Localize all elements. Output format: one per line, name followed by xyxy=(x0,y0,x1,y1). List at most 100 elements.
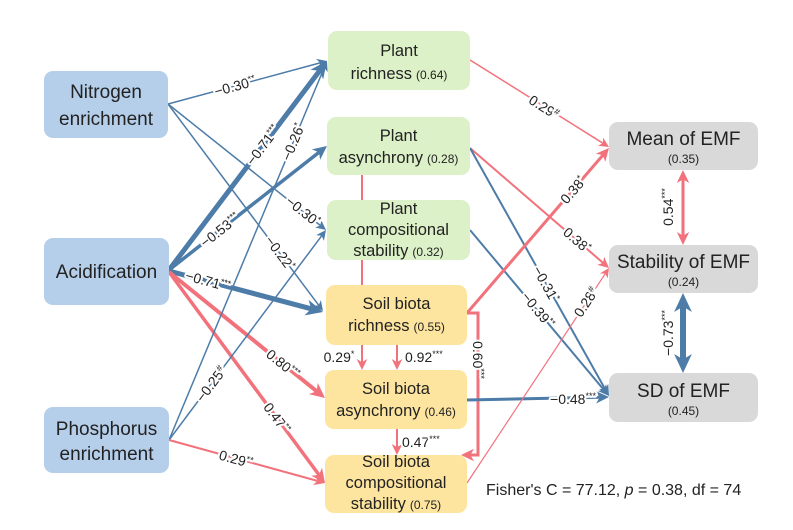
node-label-text: enrichment xyxy=(60,444,155,465)
arrowhead-icon xyxy=(318,61,328,73)
node-soil-biota-richness: Soil biota richness (0.55) xyxy=(326,285,467,345)
node-label-line: Nitrogen xyxy=(70,82,142,103)
node-label-text: Mean of EMF xyxy=(626,129,740,150)
node-label-text: Phosphorus xyxy=(56,419,157,440)
node-label-line: Plant xyxy=(380,42,418,60)
node-phosphorus: Phosphorus enrichment xyxy=(44,407,169,473)
node-label-line: Stability of EMF xyxy=(617,252,750,273)
significance-marker: * xyxy=(351,349,355,359)
node-label-line: asynchrony(0.46) xyxy=(336,402,456,420)
path-soil-biota-compositional-stability-to-stability-of-emf xyxy=(466,273,606,484)
arrowhead-icon xyxy=(461,448,474,462)
coefficient-label-mean-of-emf-to-stability-of-emf: 0.54*** xyxy=(660,188,676,226)
path-nitrogen-to-plant-richness xyxy=(167,62,321,105)
node-plant-compositional-stability: Plant compositional stability(0.32) xyxy=(327,200,470,260)
node-label-line: Plant xyxy=(380,200,418,218)
significance-marker: *** xyxy=(432,349,443,359)
node-label-text: Plant xyxy=(380,200,418,218)
node-label-line: compositional xyxy=(346,474,447,492)
coefficient-label-soil-biota-asynchrony-to-sd-of-emf: −0.48*** xyxy=(550,391,596,407)
arrowhead-icon xyxy=(674,293,692,312)
node-box xyxy=(44,407,169,473)
node-acidification: Acidification xyxy=(44,238,169,305)
node-box xyxy=(327,117,470,175)
path-nitrogen-to-plant-compositional-stability xyxy=(167,103,321,227)
node-box xyxy=(609,245,758,293)
node-label-line: enrichment xyxy=(59,109,154,130)
fit-stats-p-symbol: p xyxy=(624,482,634,499)
node-label-line: SD of EMF xyxy=(637,381,730,402)
arrowhead-icon xyxy=(597,137,609,147)
significance-marker: *** xyxy=(660,310,670,321)
coefficient-label-nitrogen-to-plant-richness: −0.30** xyxy=(212,73,258,100)
coefficient-label-soil-biota-asynchrony-to-soil-biota-compositional-stability: 0.47*** xyxy=(402,434,440,450)
node-label-text: Plant xyxy=(380,127,418,145)
node-label-text: richness xyxy=(351,65,412,83)
arrowhead-icon xyxy=(595,391,609,404)
path-phosphorus-to-plant-richness xyxy=(168,67,325,441)
r-squared-value: (0.24) xyxy=(668,275,699,289)
path-acidification-to-plant-richness xyxy=(167,69,322,272)
path-coefficient: 0.29 xyxy=(526,92,558,120)
path-plant-asynchrony-to-sd-of-emf xyxy=(469,147,607,390)
r-squared-value: (0.75) xyxy=(410,498,441,512)
path-soil-biota-richness-to-soil-biota-compositional-stability xyxy=(467,311,480,457)
r-squared-value: (0.55) xyxy=(414,320,445,334)
node-label-line: stability(0.75) xyxy=(351,495,441,513)
arrowhead-icon xyxy=(304,299,323,316)
path-plant-compositional-stability-to-sd-of-emf xyxy=(469,229,605,391)
fit-stats-prefix: Fisher's C = 77.12, xyxy=(486,482,625,499)
node-label-line: enrichment xyxy=(60,444,155,465)
node-label-text: compositional xyxy=(348,221,449,239)
node-box xyxy=(326,285,467,345)
node-sd-of-emf: SD of EMF(0.45) xyxy=(609,373,758,422)
node-label-text: asynchrony xyxy=(336,402,421,420)
node-label-text: SD of EMF xyxy=(637,381,730,402)
coefficient-label-acidification-to-plant-asynchrony: −0.53*** xyxy=(197,209,243,250)
node-label-text: Soil biota xyxy=(362,453,431,471)
node-soil-biota-asynchrony: Soil biota asynchrony(0.46) xyxy=(325,370,467,429)
path-coefficient: −0.48 xyxy=(550,391,586,407)
node-label-text: compositional xyxy=(346,474,447,492)
path-plant-richness-to-mean-of-emf xyxy=(469,59,604,144)
path-phosphorus-to-soil-biota-compositional-stability xyxy=(168,439,318,482)
path-nitrogen-to-soil-biota-richness xyxy=(167,103,320,306)
node-label-text: enrichment xyxy=(59,109,154,130)
path-coefficient: −0.26 xyxy=(278,124,307,163)
node-box xyxy=(609,373,758,422)
coefficient-label-nitrogen-to-soil-biota-richness: −0.22* xyxy=(262,233,298,274)
coefficient-label-plant-asynchrony-to-soil-biota-asynchrony: 0.29* xyxy=(324,349,355,365)
arrowhead-icon xyxy=(316,58,327,69)
variable-boxes: NitrogenenrichmentAcidificationPhosphoru… xyxy=(44,31,758,513)
significance-marker: *** xyxy=(476,368,486,379)
path-coefficient: 0.28 xyxy=(570,288,598,320)
path-coefficient: 0.92 xyxy=(405,349,432,365)
significance-marker: *** xyxy=(585,391,596,401)
path-acidification-to-soil-biota-richness xyxy=(168,268,312,312)
node-label-line: richness (0.64) xyxy=(351,65,448,83)
node-label-line: Soil biota xyxy=(362,380,431,398)
path-arrows xyxy=(167,58,692,486)
path-acidification-to-plant-asynchrony xyxy=(167,150,321,272)
path-coefficient: 0.54 xyxy=(660,198,676,225)
node-label-line: richness (0.55) xyxy=(348,317,445,335)
arrowhead-icon xyxy=(391,359,403,370)
node-box xyxy=(328,31,470,90)
r-squared-value: (0.64) xyxy=(416,68,447,82)
node-box xyxy=(44,71,168,138)
path-soil-biota-asynchrony-to-sd-of-emf xyxy=(466,395,600,402)
path-acidification-to-soil-biota-asynchrony xyxy=(167,270,318,393)
path-coefficient: −0.73 xyxy=(660,320,676,356)
node-label-line: stability(0.32) xyxy=(353,242,443,260)
node-label-text: Stability of EMF xyxy=(617,252,750,273)
r-squared-value: (0.32) xyxy=(412,245,443,259)
node-label-text: Soil biota xyxy=(363,295,432,313)
coefficient-label-soil-biota-richness-to-soil-biota-compositional-stability: 0.60*** xyxy=(470,341,486,379)
coefficient-label-stability-of-emf-to-sd-of-emf: −0.73*** xyxy=(660,310,676,356)
coefficient-label-acidification-to-plant-richness: −0.71*** xyxy=(243,121,284,168)
path-coefficient: 0.47 xyxy=(402,434,429,450)
node-label-text: richness xyxy=(348,317,409,335)
node-label-text: Acidification xyxy=(56,262,157,283)
arrowhead-icon xyxy=(676,170,690,183)
